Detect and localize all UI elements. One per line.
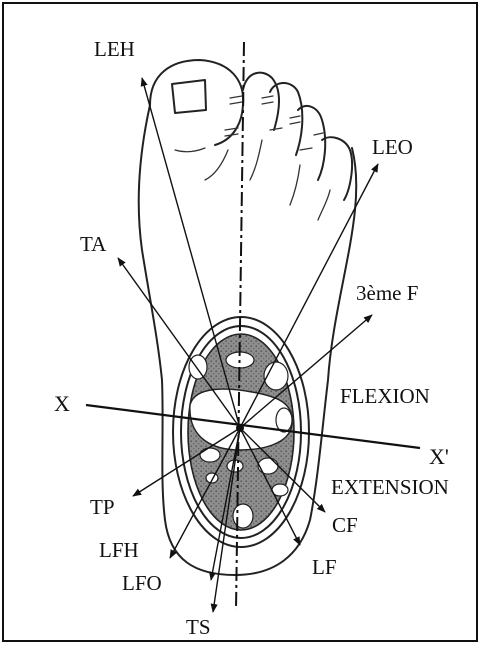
label-flexion: FLEXION: [340, 384, 430, 408]
label-3eme-f: 3ème F: [356, 281, 418, 305]
label-lfo: LFO: [122, 571, 162, 595]
label-lfh: LFH: [99, 538, 139, 562]
label-leh: LEH: [94, 37, 135, 61]
label-ts: TS: [186, 615, 211, 639]
label-extension: EXTENSION: [331, 475, 449, 499]
label-leo: LEO: [372, 135, 413, 159]
label-lf: LF: [312, 555, 337, 579]
label-cf: CF: [332, 513, 358, 537]
label-x: X: [54, 391, 70, 416]
label-ta: TA: [80, 232, 107, 256]
label-x-prime: X': [429, 444, 449, 469]
label-tp: TP: [90, 495, 115, 519]
